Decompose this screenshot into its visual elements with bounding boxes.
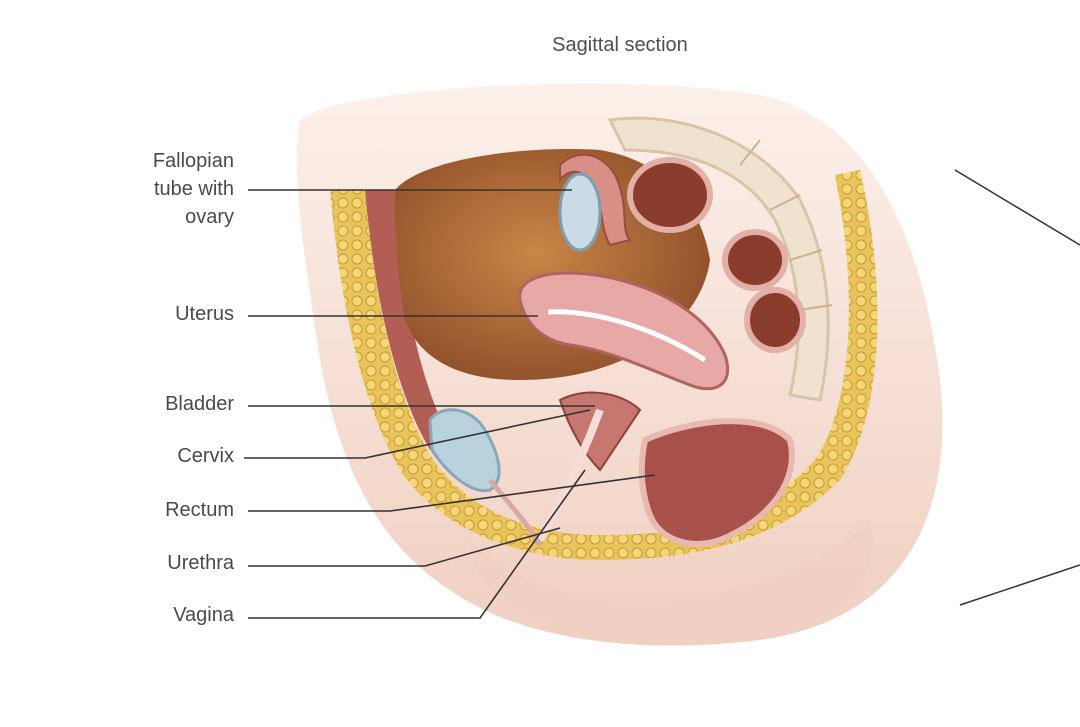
label-uterus: Uterus — [175, 303, 234, 325]
uterus — [518, 271, 729, 391]
ovary — [558, 172, 602, 252]
zoom-line-bottom — [959, 564, 1080, 606]
uterine-cavity — [547, 309, 707, 363]
urethra-tube — [488, 478, 543, 547]
leader-lines — [244, 189, 656, 619]
perineum — [470, 520, 873, 642]
label-urethra: Urethra — [167, 552, 234, 574]
label-fallopian-tube: Fallopian tube with ovary — [152, 150, 234, 228]
vaginal-canal — [536, 408, 604, 542]
leader-rectum — [248, 474, 656, 512]
leader-vagina — [248, 469, 586, 619]
label-vagina: Vagina — [173, 604, 234, 626]
diagram-title: Sagittal section — [552, 34, 688, 56]
leader-urethra — [248, 527, 561, 567]
sacrum — [607, 116, 830, 402]
vertebra-lines — [739, 139, 833, 311]
bladder — [428, 408, 501, 493]
label-cervix: Cervix — [177, 445, 234, 467]
leader-cervix — [244, 409, 591, 459]
rectum — [638, 418, 795, 547]
bowel-loops — [627, 157, 806, 353]
label-rectum: Rectum — [165, 499, 234, 521]
label-bladder: Bladder — [165, 393, 234, 415]
zoom-line-top — [954, 169, 1080, 246]
